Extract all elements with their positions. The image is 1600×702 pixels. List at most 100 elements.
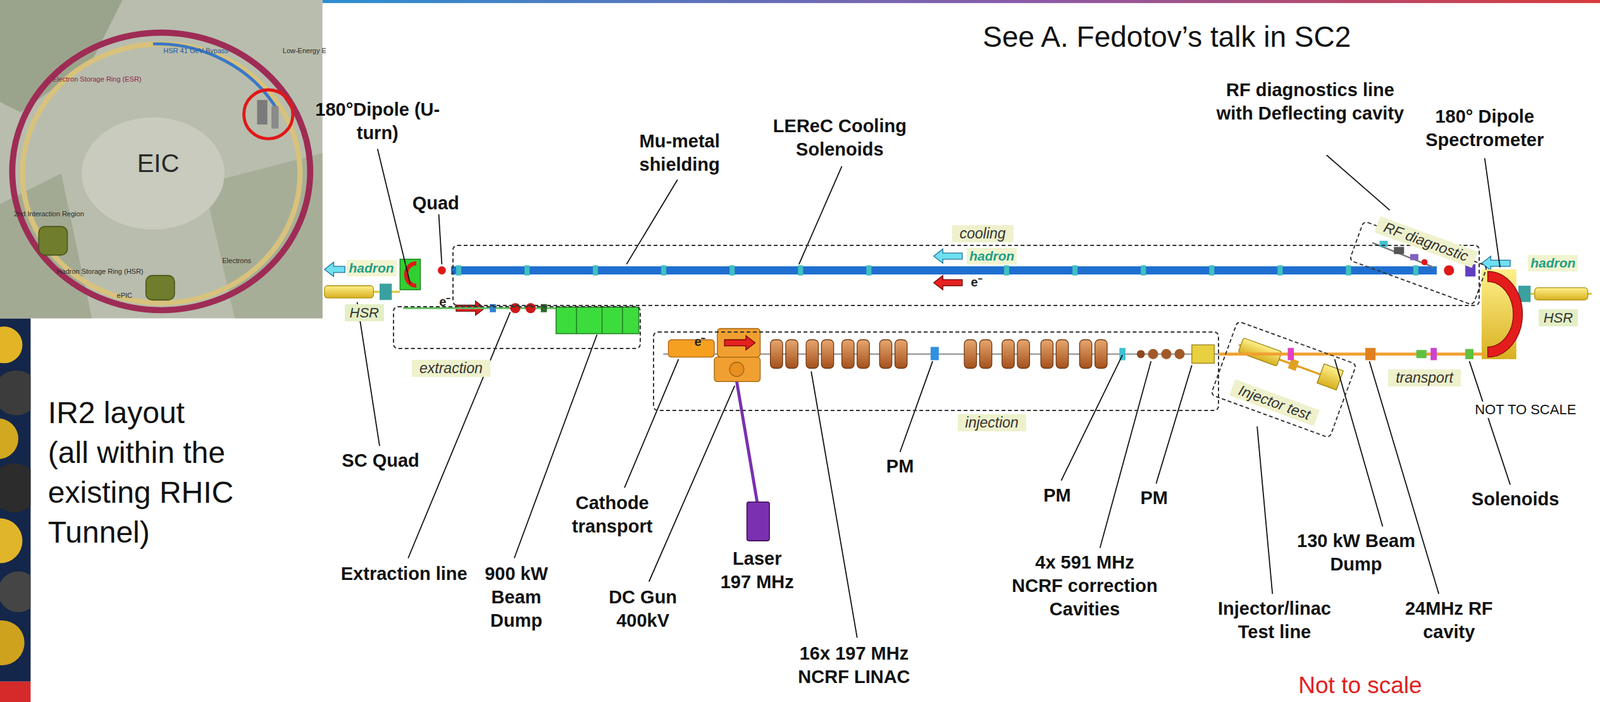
hadron-beamline-part	[1534, 287, 1588, 300]
injector-linac-part	[770, 339, 783, 369]
cooling-pipe-part	[524, 265, 530, 276]
injector-linac-part	[821, 339, 834, 369]
injector-linac-part	[1095, 339, 1108, 369]
injector-linac-part	[1017, 339, 1030, 369]
particle-label: e⁻	[694, 334, 706, 349]
header-bar-part	[322, 0, 1600, 4]
region-label: injection	[957, 414, 1027, 432]
map-label: Low-Energy E	[282, 46, 327, 56]
callout-label: Cathode transport	[564, 491, 660, 539]
injector-linac-part	[729, 362, 745, 378]
injector-linac-part	[1040, 339, 1053, 369]
injector-test-region: Injector test	[1210, 320, 1358, 439]
callout-label: 24MHz RF cavity	[1395, 597, 1503, 645]
region-label: RF diagnostic	[1374, 217, 1478, 269]
injector-test-line-part	[1288, 358, 1300, 372]
section-note: (all within the existing RHIC Tunnel)	[48, 432, 251, 553]
eic-site-map	[0, 0, 323, 319]
injector-linac-part	[1147, 349, 1158, 360]
scale-note: Not to scale	[1298, 672, 1422, 700]
extraction-line	[403, 303, 639, 334]
extraction-line-part	[556, 307, 639, 335]
region-label: extraction	[411, 359, 491, 378]
injector-linac-part	[717, 328, 761, 358]
beam-direction-arrow-part	[933, 275, 963, 291]
leader-line-part	[900, 361, 934, 453]
cooling-pipe	[451, 265, 1437, 276]
injector-linac-part	[964, 339, 977, 369]
beam-label: hadron	[346, 260, 397, 277]
cooling-pipe-part	[1072, 265, 1078, 276]
callout-label: LEReC Cooling Solenoids	[744, 114, 935, 162]
injector-linac-part	[1002, 339, 1015, 369]
leader-line-part	[357, 302, 380, 447]
u-turn-dipole-part	[399, 259, 421, 290]
region-label: Injector test	[1229, 379, 1321, 427]
injector-linac-part	[894, 339, 907, 369]
side-decoration-part	[0, 682, 31, 702]
callout-label: Extraction line	[341, 562, 468, 586]
injector-linac-part	[879, 339, 892, 369]
cooling-pipe-part	[1277, 265, 1283, 276]
cooling-pipe-part	[729, 265, 735, 276]
callout-label: Solenoids	[1471, 487, 1560, 512]
eic-site-map-part	[22, 43, 300, 304]
extraction-line-part	[575, 307, 577, 335]
leader-line-part	[1100, 361, 1152, 548]
injector-test-line-part	[1238, 337, 1282, 367]
callout-label: 900 kW Beam Dump	[480, 562, 553, 633]
cooling-pipe-part	[866, 265, 872, 276]
extraction-line-part	[601, 307, 603, 335]
section-title: IR2 layout	[48, 392, 185, 433]
rf-diagnostic-line-part	[1421, 259, 1428, 266]
callout-label: SC Quad	[341, 449, 419, 473]
map-label: Hadron Storage Ring (HSR)	[56, 267, 144, 276]
eic-site-map-part	[256, 99, 267, 125]
callout-label: PM	[1043, 483, 1072, 508]
injector-linac-part	[1136, 349, 1146, 359]
ring-tag: HSR	[1538, 309, 1578, 327]
cooling-pipe-part	[661, 265, 667, 276]
hadron-beamline	[324, 284, 1592, 303]
eic-site-map-part	[81, 117, 225, 230]
eic-site-map-part	[0, 0, 323, 319]
cooling-region: cooling	[452, 244, 1480, 307]
u-turn-dipole	[399, 259, 447, 290]
beam-direction-arrow-part	[324, 262, 345, 278]
leader-line-part	[1484, 158, 1501, 268]
leader-line-part	[811, 371, 858, 638]
injector-linac-part	[806, 339, 819, 369]
injector-linac-part	[1055, 339, 1068, 369]
injector-linac-part	[1079, 339, 1092, 369]
cooling-pipe-part	[1413, 265, 1419, 276]
beam-direction-arrow-part	[1481, 256, 1511, 271]
laser-part	[747, 502, 770, 541]
side-spheres-part	[0, 518, 23, 564]
side-spheres-part	[0, 370, 31, 416]
transport-line-part	[1430, 347, 1437, 360]
leader-line	[357, 149, 1511, 639]
scale-note: NOT TO SCALE	[1472, 401, 1578, 419]
eic-site-map-part	[38, 226, 68, 255]
spectrometer-dipole-part	[1488, 271, 1523, 358]
extraction-region: extraction	[392, 306, 641, 350]
side-spheres-part	[0, 418, 19, 460]
spectrometer-dipole	[1443, 264, 1523, 360]
cooling-pipe-part	[1004, 265, 1010, 276]
leader-line-part	[439, 214, 443, 265]
transport-line-part	[1365, 347, 1376, 360]
beam-label: hadron	[1527, 254, 1578, 272]
injector-linac-part	[1191, 344, 1215, 364]
hadron-beamline-part	[324, 285, 374, 298]
rf-diagnostic-line-part	[1410, 254, 1419, 261]
laser	[737, 381, 770, 541]
eic-site-map-part	[271, 106, 279, 129]
transport-line-part	[1416, 349, 1427, 359]
cooling-pipe-part	[592, 265, 598, 276]
callout-label: DC Gun 400kV	[601, 585, 684, 633]
injector-linac-part	[1160, 349, 1172, 360]
transport-line	[1219, 347, 1485, 360]
leader-line-part	[1469, 361, 1511, 485]
transport-line-part	[1465, 349, 1474, 360]
